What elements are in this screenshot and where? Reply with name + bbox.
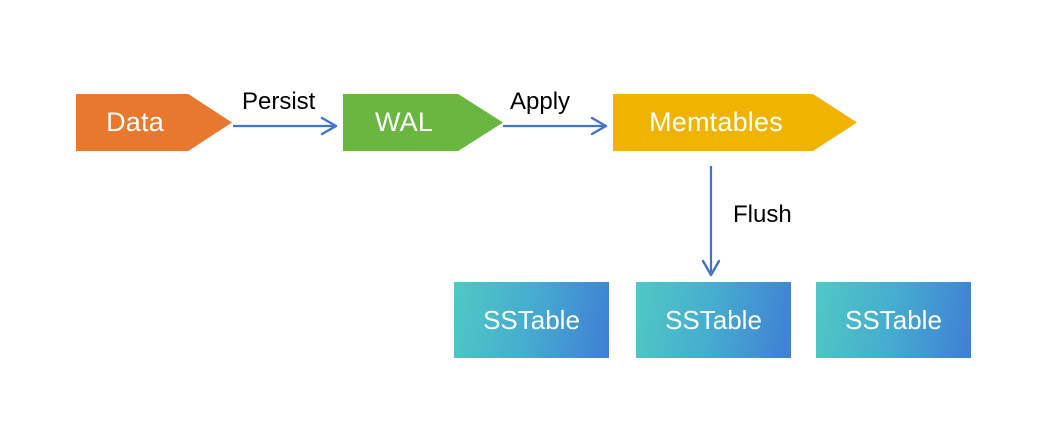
node-sstable-2[interactable]: SSTable	[636, 282, 791, 358]
arrow-persist	[233, 116, 338, 136]
node-memtables-label: Memtables	[649, 107, 783, 137]
node-memtables[interactable]: Memtables	[613, 94, 857, 151]
arrow-flush	[701, 166, 721, 277]
arrow-apply-head	[590, 116, 608, 136]
node-data[interactable]: Data	[76, 94, 232, 151]
node-sstable-2-label: SSTable	[665, 305, 762, 335]
node-sstable-1[interactable]: SSTable	[454, 282, 609, 358]
node-sstable-3[interactable]: SSTable	[816, 282, 971, 358]
node-sstable-1-label: SSTable	[483, 305, 580, 335]
node-wal[interactable]: WAL	[343, 94, 503, 151]
node-wal-label: WAL	[374, 107, 434, 137]
connector-label-flush: Flush	[733, 201, 792, 228]
node-sstable-3-label: SSTable	[845, 305, 942, 335]
arrow-apply	[503, 116, 608, 136]
arrow-flush-head	[701, 259, 721, 277]
connector-label-apply: Apply	[510, 88, 571, 115]
node-data-label: Data	[106, 107, 164, 137]
arrow-persist-head	[320, 116, 338, 136]
connector-label-persist: Persist	[242, 88, 316, 115]
